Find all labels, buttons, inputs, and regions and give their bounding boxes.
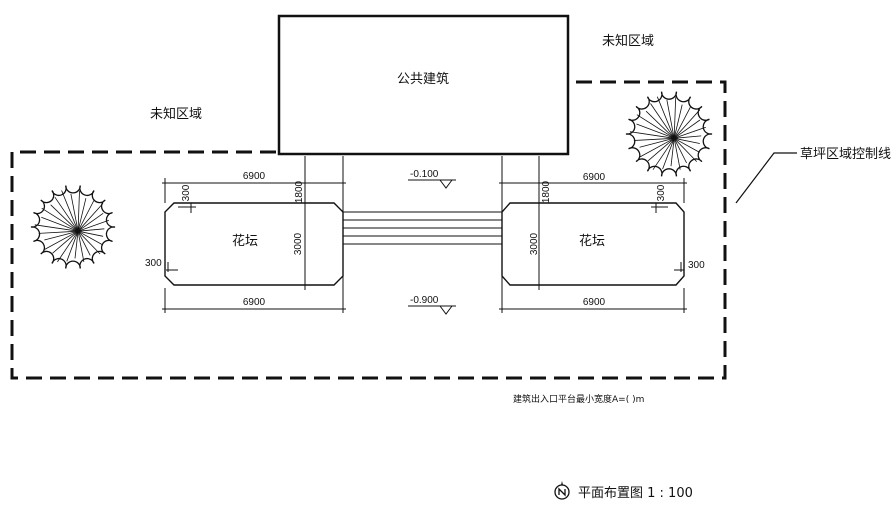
tree-branch-line — [44, 230, 79, 241]
tree-branch-line — [673, 104, 683, 139]
dim-corner-br: 300 — [688, 260, 705, 271]
dim-corner-tr: 300 — [656, 184, 667, 201]
dim-corner-tl: 300 — [181, 184, 192, 201]
plan-title: 平面布置图 1 : 100 — [578, 486, 693, 501]
tree-branch-line — [639, 137, 675, 148]
tree-branch-line — [50, 204, 79, 232]
tree-branch-line — [633, 137, 675, 141]
tree-branch-line — [77, 230, 104, 246]
platform-width-note: 建筑出入口平台最小宽度A=( )m — [513, 393, 644, 405]
tree-branch-line — [54, 196, 79, 232]
tree-branch-line — [52, 230, 79, 254]
level-mark-lower: -0.900 — [408, 295, 456, 315]
tree-branch-line — [77, 231, 91, 256]
tree-branch-line — [77, 230, 101, 255]
tree-branch-line — [673, 105, 692, 139]
entrance-steps — [343, 211, 502, 245]
building-label: 公共建筑 — [397, 71, 449, 87]
tree-branch-line — [78, 228, 105, 232]
tree-branch-line — [647, 137, 675, 162]
tree-branch-line — [673, 119, 701, 139]
tree-branch-line — [77, 199, 95, 232]
public-building — [277, 14, 570, 156]
tree-branch-line — [77, 230, 104, 237]
tree-branch-line — [44, 230, 79, 250]
tree-crown-outline — [625, 91, 713, 177]
dim-bottom-right: 6900 — [583, 297, 606, 308]
tree-branch-line — [74, 231, 79, 259]
tree-branch-line — [673, 138, 697, 162]
tree-branch-line — [650, 103, 675, 139]
dim-gap-right: 1800 — [541, 180, 552, 203]
tree-branch-line — [673, 138, 687, 164]
dim-corner-bl: 300 — [145, 258, 162, 269]
dim-height-right: 3000 — [529, 232, 540, 255]
dimension-lines — [162, 178, 687, 313]
tree-branch-line — [674, 137, 700, 144]
grass-control-boundary — [10, 80, 727, 380]
tree-branch-line — [77, 190, 80, 232]
tree-branch-line — [629, 131, 675, 139]
tree-branch-line — [77, 212, 104, 232]
tree-branch-line — [41, 207, 79, 232]
level-lower: -0.900 — [410, 295, 439, 306]
tree-branch-line — [38, 230, 79, 234]
dim-gap-left: 1800 — [294, 180, 305, 203]
tree-branch-line — [673, 97, 677, 139]
tree-branch-line — [666, 100, 675, 139]
level-mark-upper: -0.100 — [408, 169, 456, 189]
unknown-area-left-label: 未知区域 — [150, 106, 202, 122]
tree-branch-line — [66, 231, 79, 262]
level-upper: -0.100 — [410, 169, 439, 180]
tree-branch-line — [77, 198, 87, 232]
flower-bed-right-label: 花坛 — [579, 233, 605, 249]
tree-branch-line — [70, 193, 79, 232]
tree-branch-line — [674, 135, 702, 139]
tree-branch-line — [77, 219, 110, 232]
flower-bed-right — [501, 202, 685, 286]
flower-bed-left — [164, 202, 344, 286]
tree-branch-line — [57, 230, 79, 263]
tree-branch-line — [636, 114, 675, 139]
tree-branch-line — [673, 138, 681, 170]
north-arrow-icon — [554, 481, 570, 500]
tree-branch-line — [662, 138, 675, 170]
tree-branch-line — [670, 138, 675, 167]
tree-branch-line — [636, 123, 675, 139]
flower-bed-left-label: 花坛 — [232, 233, 258, 249]
tree-left-icon — [30, 185, 116, 269]
tree-branch-line — [77, 203, 104, 232]
grass-line-leader — [735, 152, 797, 204]
tree-branch-line — [61, 190, 79, 232]
tree-branch-line — [674, 126, 706, 139]
tree-branch-line — [652, 138, 675, 170]
unknown-area-top-label: 未知区域 — [602, 33, 654, 49]
tree-right-icon — [625, 91, 713, 177]
dim-top-right: 6900 — [583, 172, 606, 183]
dim-bottom-left: 6900 — [243, 297, 266, 308]
dim-height-left: 3000 — [293, 232, 304, 255]
tree-branch-line — [77, 231, 85, 262]
tree-branch-line — [656, 96, 675, 139]
tree-branch-line — [673, 137, 700, 153]
tree-branch-line — [673, 109, 701, 139]
dim-top-left: 6900 — [243, 171, 266, 182]
grass-line-label: 草坪区域控制线 — [800, 147, 891, 162]
tree-crown-outline — [30, 185, 116, 269]
tree-branch-line — [41, 216, 79, 232]
tree-branch-line — [639, 137, 675, 158]
tree-branch-line — [34, 224, 79, 232]
tree-branch-line — [645, 110, 675, 139]
